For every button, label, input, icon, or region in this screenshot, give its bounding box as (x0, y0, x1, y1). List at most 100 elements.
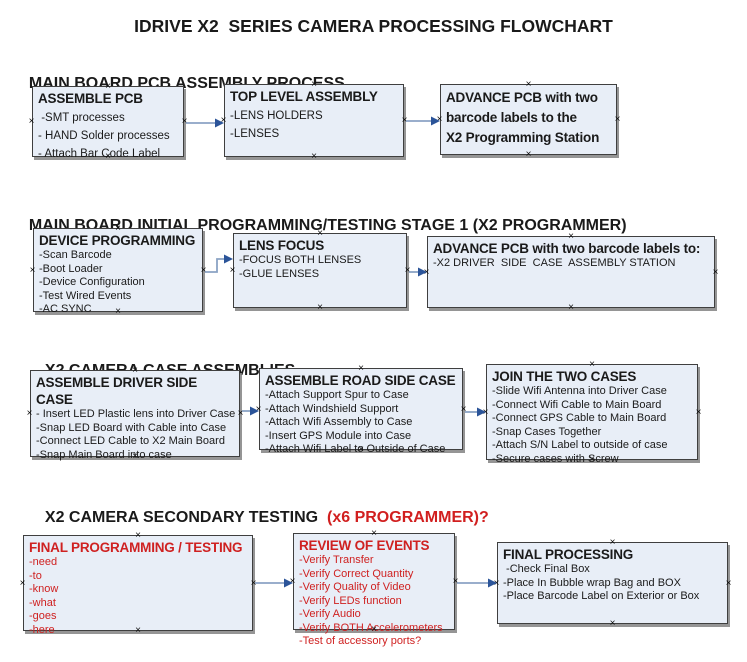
connection-point-icon: × (401, 115, 408, 126)
box-item: -Verify BOTH Accelerometers (299, 621, 443, 634)
box-title: LENS FOCUS (239, 238, 325, 253)
box-item: -Connect GPS Cable to Main Board (492, 412, 667, 424)
connection-point-icon: × (371, 528, 377, 539)
connection-point-icon: × (250, 577, 257, 589)
connection-point-icon: × (482, 406, 489, 418)
connection-point-icon: × (19, 577, 26, 589)
box-item: -Scan Barcode (39, 249, 112, 261)
box-item: -Secure cases with Screw (492, 452, 619, 465)
box-item: -Attach S/N Label to outside of case (492, 439, 668, 451)
box-item: -X2 DRIVER SIDE CASE ASSEMBLY STATION (433, 257, 676, 269)
box-final-programming-testing: × × × × FINAL PROGRAMMING / TESTING -nee… (20, 531, 257, 636)
box-item: -LENSES (230, 128, 280, 140)
box-review-of-events: × × × × REVIEW OF EVENTS -Verify Transfe… (290, 529, 459, 648)
box-item: -Device Configuration (39, 276, 145, 288)
box-item: -Place In Bubble wrap Bag and BOX (503, 576, 681, 589)
box-item: -AC SYNC (39, 303, 92, 315)
connection-point-icon: × (220, 115, 227, 126)
box-item: -Connect LED Cable to X2 Main Board (36, 435, 225, 447)
box-item: -Test of accessory ports? (299, 635, 422, 647)
section-heading-secondary-testing: X2 CAMERA SECONDARY TESTING (x6 PROGRAMM… (36, 491, 489, 527)
box-item: -GLUE LENSES (239, 267, 320, 280)
box-advance-pcb-driver-side-station: × × × × ADVANCE PCB with two barcode lab… (424, 232, 719, 313)
box-item: -Attach Wifi Label to Outside of Case (265, 443, 446, 455)
box-title: FINAL PROCESSING (503, 547, 634, 562)
box-item: -SMT processes (38, 112, 125, 124)
box-assemble-pcb: × × × × ASSEMBLE PCB -SMT processes - HA… (29, 82, 188, 162)
box-title: ASSEMBLE ROAD SIDE CASE (265, 373, 456, 388)
box-assemble-driver-side-case: × × × × ASSEMBLE DRIVER SIDE CASE - Inse… (27, 366, 244, 462)
connection-point-icon: × (115, 223, 121, 234)
connection-point-icon: × (609, 537, 616, 548)
connection-point-icon: × (181, 116, 188, 127)
connection-point-icon: × (568, 231, 574, 242)
box-item: -Verify Correct Quantity (299, 567, 414, 580)
box-item: -Attach Support Spur to Case (265, 389, 409, 401)
box-title: ADVANCE PCB with two barcode labels to t… (446, 90, 600, 145)
connection-point-icon: × (317, 228, 323, 239)
box-assemble-road-side-case: × × × × ASSEMBLE ROAD SIDE CASE -Attach … (256, 364, 467, 456)
box-title: ASSEMBLE DRIVER SIDE CASE (36, 375, 198, 407)
box-title: ADVANCE PCB with two barcode labels to: (433, 241, 701, 256)
connection-point-icon: × (229, 265, 236, 276)
box-item: -to (29, 569, 42, 582)
connection-point-icon: × (132, 451, 138, 462)
box-item: -Boot Loader (39, 262, 103, 275)
section-heading-text: X2 CAMERA SECONDARY TESTING (44, 509, 327, 526)
box-item: -Attach Windshield Support (265, 402, 399, 415)
box-device-programming: × × × × DEVICE PROGRAMMING -Scan Barcode… (30, 224, 207, 317)
connection-point-icon: × (525, 79, 532, 90)
connection-point-icon: × (358, 444, 364, 455)
connection-point-icon: × (289, 576, 296, 587)
connection-point-icon: × (132, 365, 138, 376)
connection-point-icon: × (26, 408, 33, 419)
box-final-processing: × × × × FINAL PROCESSING -Check Final Bo… (494, 538, 732, 629)
connection-point-icon: × (493, 577, 500, 589)
connection-point-icon: × (135, 530, 141, 541)
connection-point-icon: × (589, 359, 595, 370)
connection-point-icon: × (614, 114, 621, 125)
connection-point-icon: × (568, 302, 574, 313)
box-title: TOP LEVEL ASSEMBLY (230, 89, 378, 104)
connection-point-icon: × (311, 151, 317, 162)
connection-point-icon: × (135, 625, 141, 636)
connection-point-icon: × (371, 624, 377, 635)
box-item: -Connect Wifi Cable to Main Board (492, 398, 662, 411)
box-item: -Verify Transfer (299, 554, 374, 566)
box-item: -Verify Quality of Video (299, 581, 411, 593)
connection-point-icon: × (255, 403, 262, 415)
box-title: REVIEW OF EVENTS (299, 538, 430, 553)
box-item: -FOCUS BOTH LENSES (239, 254, 362, 266)
box-advance-pcb-programming-station: × × × × ADVANCE PCB with two barcode lab… (437, 80, 621, 160)
connection-point-icon: × (452, 576, 459, 587)
box-title: FINAL PROGRAMMING / TESTING (29, 540, 243, 555)
page-title: IDRIVE X2 SERIES CAMERA PROCESSING FLOWC… (134, 16, 613, 36)
box-item: -Verify Audio (299, 608, 361, 620)
connection-point-icon: × (317, 302, 323, 313)
connection-point-icon: × (404, 265, 411, 276)
connection-point-icon: × (28, 116, 35, 127)
connection-point-icon: × (105, 151, 111, 162)
connection-point-icon: × (29, 264, 36, 276)
connection-point-icon: × (725, 577, 732, 589)
box-item: -Place Barcode Label on Exterior or Box (503, 590, 700, 602)
box-item: -Snap Cases Together (492, 425, 602, 438)
box-item: -Slide Wifi Antenna into Driver Case (492, 385, 667, 397)
box-item: -what (29, 596, 56, 609)
box-item: -Check Final Box (503, 563, 590, 575)
connection-point-icon: × (311, 79, 317, 90)
box-item: -LENS HOLDERS (230, 110, 323, 122)
connection-point-icon: × (200, 264, 207, 276)
box-item: - Insert LED Plastic lens into Driver Ca… (36, 408, 236, 420)
box-item: -Test Wired Events (39, 289, 132, 302)
box-item: -need (29, 556, 58, 568)
box-lens-focus: × × × × LENS FOCUS -FOCUS BOTH LENSES -G… (230, 229, 411, 313)
connection-point-icon: × (237, 408, 244, 419)
connection-point-icon: × (712, 266, 719, 278)
box-join-the-two-cases: × × × × JOIN THE TWO CASES -Slide Wifi A… (483, 360, 702, 465)
connection-point-icon: × (115, 306, 121, 317)
connection-point-icon: × (460, 403, 467, 415)
box-title: DEVICE PROGRAMMING (39, 233, 196, 248)
box-item: -Insert GPS Module into Case (265, 429, 412, 442)
box-item: -Verify LEDs function (299, 594, 402, 607)
